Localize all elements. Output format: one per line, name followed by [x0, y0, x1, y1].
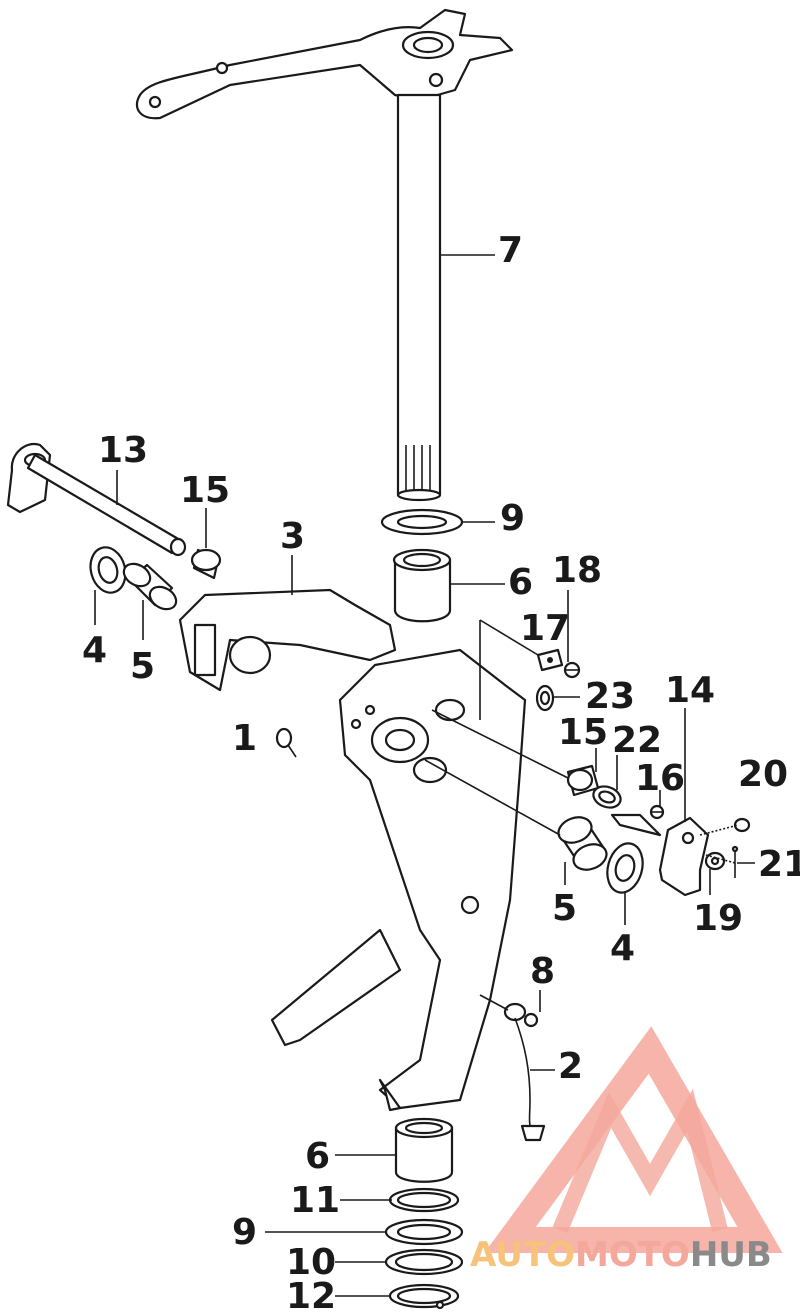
callout-2: 2 [558, 1046, 583, 1087]
watermark-auto: AUTO [470, 1235, 575, 1275]
watermark-text: AUTOMOTOHUB [470, 1235, 772, 1275]
callout-15b: 15 [558, 712, 608, 753]
callout-6b: 6 [305, 1136, 330, 1177]
part-ring-10 [384, 1248, 464, 1276]
watermark-hub: HUB [690, 1235, 772, 1275]
watermark-m-stroke [552, 1088, 728, 1234]
callout-4a: 4 [82, 630, 107, 671]
callout-1: 1 [232, 718, 257, 759]
callout-5b: 5 [552, 888, 577, 929]
callout-17: 17 [520, 608, 570, 649]
callout-19: 19 [693, 898, 743, 939]
callout-7: 7 [498, 230, 523, 271]
callout-20: 20 [738, 754, 788, 795]
callout-16: 16 [635, 758, 685, 799]
part-driveshaft-tube [396, 93, 442, 502]
part-tilt-lock-lever [610, 813, 710, 897]
callout-9a: 9 [500, 498, 525, 539]
callout-22: 22 [612, 720, 662, 761]
callout-13: 13 [98, 430, 148, 471]
part-flange-bushing-right [566, 764, 600, 797]
part-spring-22 [592, 785, 622, 809]
callout-11: 11 [290, 1180, 340, 1221]
part-screw-18 [563, 661, 581, 679]
part-screw-8 [503, 1002, 539, 1028]
callout-23: 23 [585, 676, 635, 717]
callout-9b: 9 [232, 1212, 257, 1253]
watermark-moto: MOTO [575, 1235, 690, 1275]
watermark-logo [484, 1026, 783, 1253]
part-washer-20 [733, 817, 751, 833]
callout-4b: 4 [610, 928, 635, 969]
part-bushing-upper [392, 548, 452, 623]
callout-15a: 15 [180, 470, 230, 511]
leader-lines [94, 254, 755, 1297]
part-bushing-left [122, 562, 178, 611]
part-screw-16 [649, 804, 665, 820]
part-snap-ring-12 [388, 1283, 460, 1310]
part-grease-fitting [275, 727, 297, 758]
part-steering-arm [135, 8, 514, 120]
part-pin-21 [731, 845, 739, 878]
part-washer-lower-9 [384, 1218, 464, 1246]
callout-10: 10 [286, 1242, 336, 1283]
part-thrust-washer-upper [380, 508, 464, 536]
callout-18: 18 [552, 550, 602, 591]
part-ground-strap [514, 1017, 546, 1142]
callout-14: 14 [665, 670, 715, 711]
part-swivel-bracket [178, 588, 527, 1112]
callout-5a: 5 [130, 646, 155, 687]
part-clip [536, 648, 564, 672]
part-ring-11 [388, 1187, 460, 1213]
callout-12: 12 [286, 1276, 336, 1316]
svg-text:AUTOMOTOHUB: AUTOMOTOHUB [470, 1235, 772, 1275]
part-washer-left [89, 546, 127, 594]
callout-6a: 6 [508, 562, 533, 603]
part-spring-23 [535, 684, 555, 712]
part-tilt-tube [6, 442, 187, 557]
callout-8: 8 [530, 951, 555, 992]
callout-21: 21 [758, 844, 800, 885]
callout-labels: 7 13 15 3 9 6 18 17 4 5 23 14 1 15 22 16… [82, 230, 800, 1316]
part-washer-right [606, 842, 644, 894]
part-nut-19 [704, 851, 726, 871]
part-bushing-right [557, 816, 608, 871]
callout-3: 3 [280, 516, 305, 557]
part-bushing-lower [394, 1117, 454, 1183]
part-flange-bushing-left [190, 548, 222, 580]
